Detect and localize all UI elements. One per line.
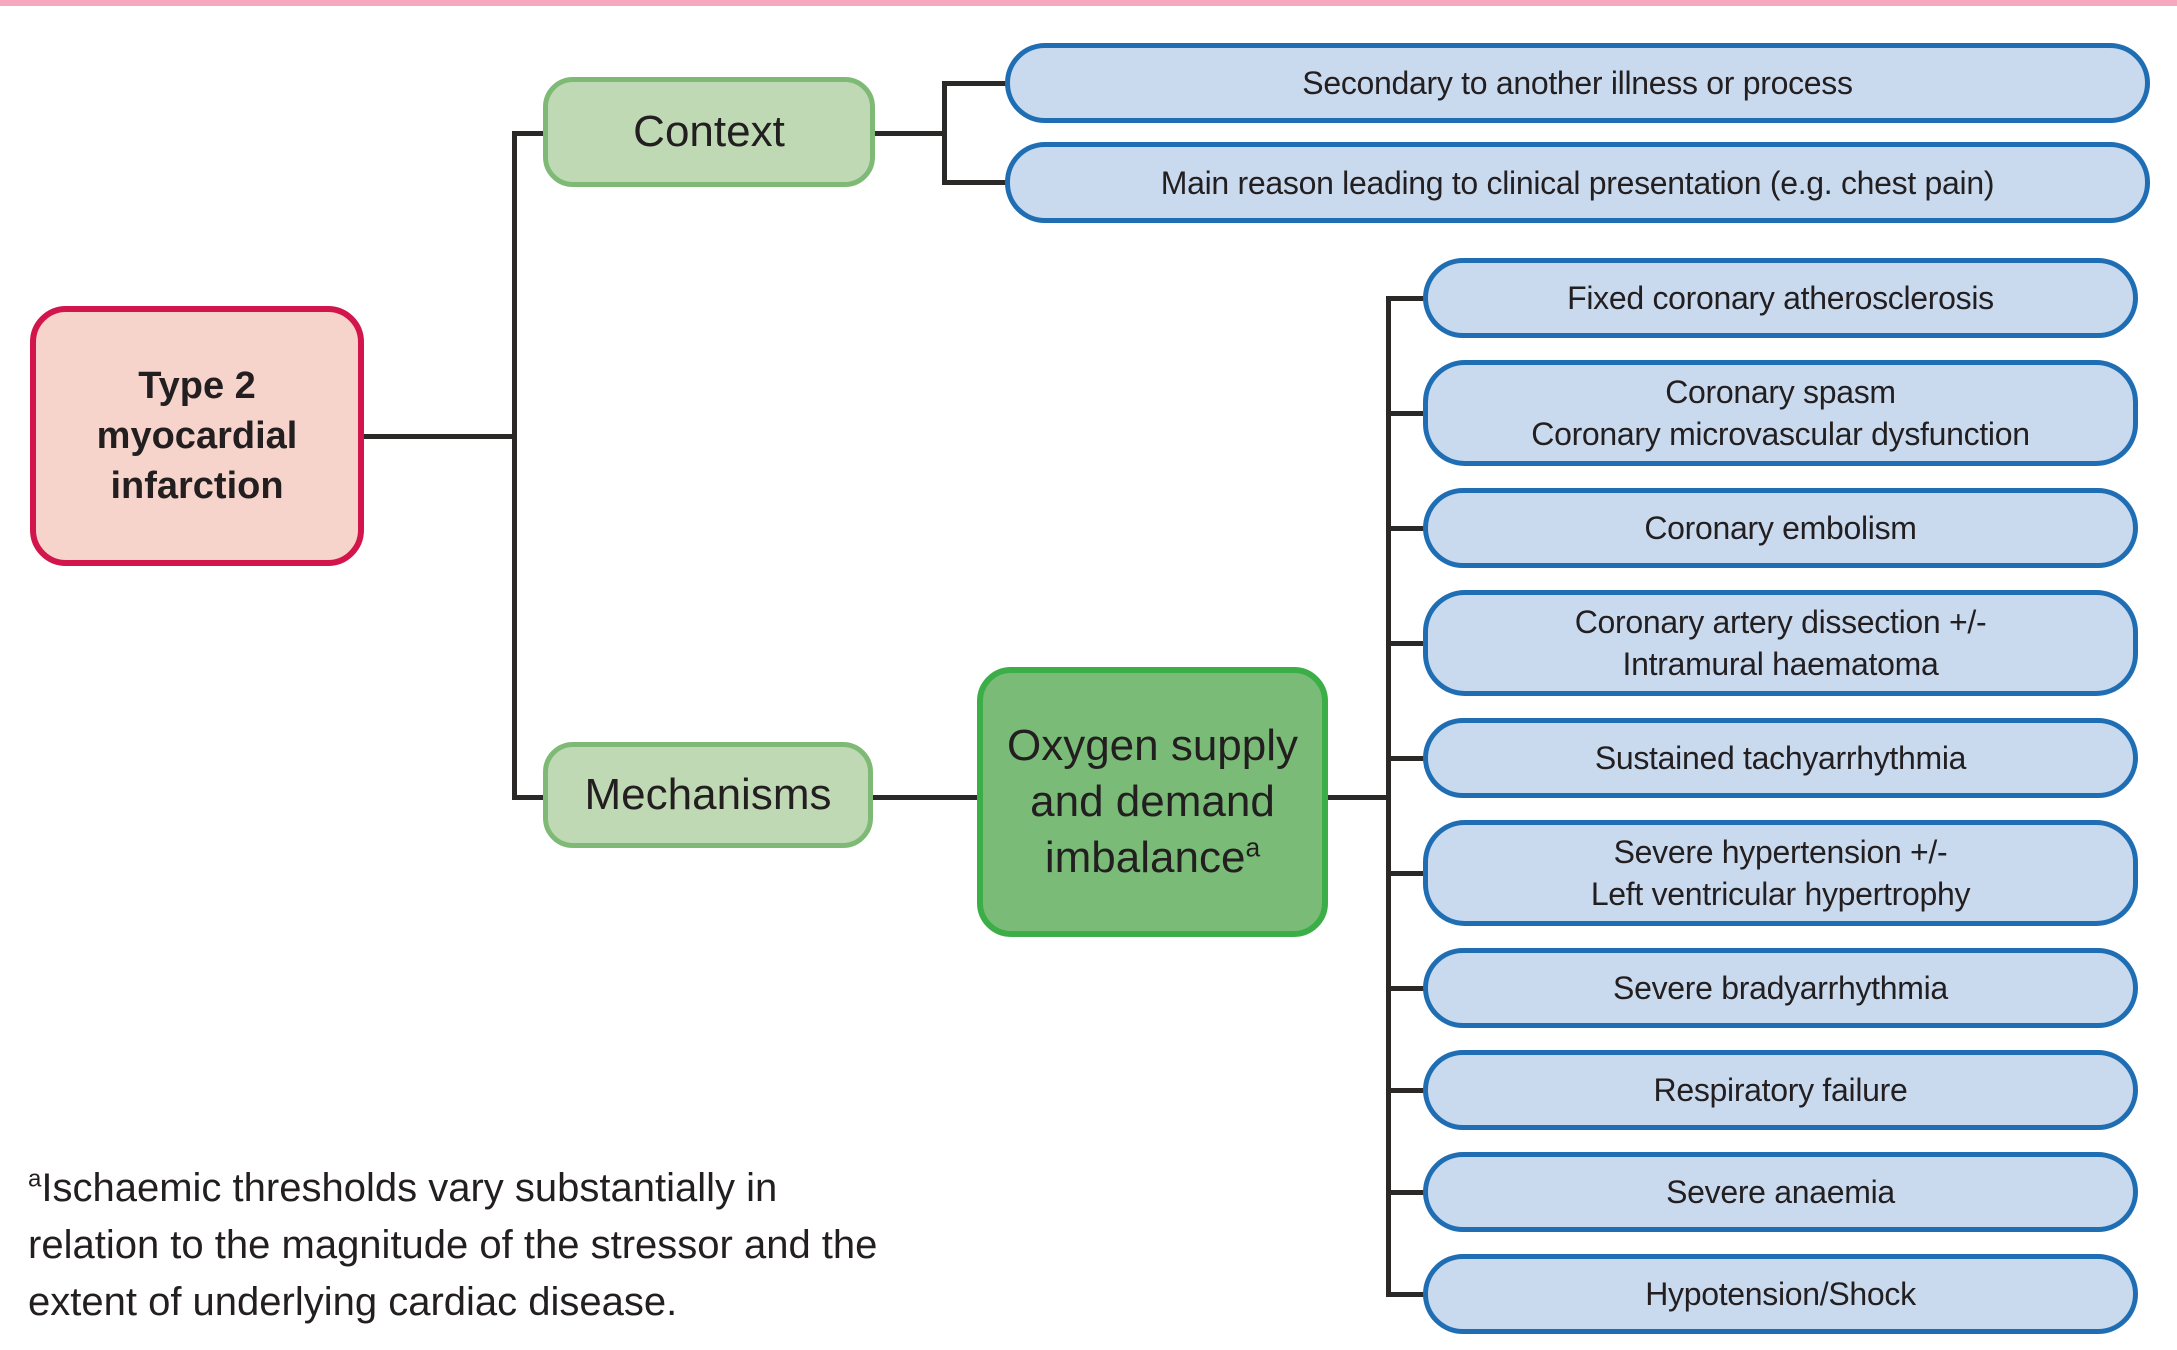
hub-line: Oxygen supply	[1006, 721, 1299, 770]
connector-line	[871, 795, 979, 800]
box-line: Severe bradyarrhythmia	[1613, 970, 1948, 1006]
connector-line	[875, 131, 947, 136]
connector-line	[1386, 641, 1428, 646]
connector-line	[1386, 1088, 1428, 1093]
hub-line: imbalancea	[1045, 830, 1260, 886]
box-line: Severe anaemia	[1666, 1174, 1895, 1210]
footnote-line: aIschaemic thresholds vary substantially…	[28, 1160, 877, 1217]
context-label: Context	[633, 107, 785, 156]
box-line: Coronary embolism	[1644, 510, 1917, 546]
box-line: Fixed coronary atherosclerosis	[1567, 280, 1994, 316]
connector-line	[1386, 1292, 1428, 1297]
box-line: Respiratory failure	[1653, 1072, 1908, 1108]
root-box-line: infarction	[110, 465, 284, 507]
box-line: Severe hypertension +/-	[1613, 834, 1948, 870]
connector-line	[1386, 411, 1428, 416]
top-border-bar	[0, 0, 2177, 6]
box-line: Secondary to another illness or process	[1302, 65, 1853, 101]
connector-line	[1386, 1190, 1428, 1195]
connector-line	[942, 180, 1010, 185]
box-line: Intramural haematoma	[1622, 646, 1939, 682]
mechanism-cause-box: Sustained tachyarrhythmia	[1423, 718, 2138, 798]
footnote-superscript: a	[28, 1165, 42, 1193]
box-line: Left ventricular hypertrophy	[1590, 876, 1971, 912]
mechanisms-label: Mechanisms	[584, 770, 832, 819]
connector-line	[512, 131, 517, 800]
footnote: aIschaemic thresholds vary substantially…	[28, 1160, 877, 1331]
root-box-type2-mi: Type 2 myocardial infarction	[30, 306, 364, 566]
connector-line	[1326, 795, 1390, 800]
connector-line	[512, 131, 549, 136]
footnote-line-text: Ischaemic thresholds vary substantially …	[41, 1166, 778, 1210]
connector-line	[1386, 296, 1428, 301]
hub-line: and demand	[1030, 777, 1275, 826]
footnote-line: extent of underlying cardiac disease.	[28, 1280, 678, 1324]
box-line: Coronary artery dissection +/-	[1574, 604, 1987, 640]
box-line: Hypotension/Shock	[1645, 1276, 1916, 1312]
mechanism-cause-box: Coronary embolism	[1423, 488, 2138, 568]
root-box-line: myocardial	[96, 415, 298, 457]
connector-line	[1386, 526, 1428, 531]
mechanism-cause-box: Coronary artery dissection +/- Intramura…	[1423, 590, 2138, 696]
mechanism-cause-box: Coronary spasm Coronary microvascular dy…	[1423, 360, 2138, 466]
connector-line	[1386, 871, 1428, 876]
context-child-box: Secondary to another illness or process	[1005, 43, 2150, 123]
hub-superscript: a	[1245, 832, 1261, 863]
box-line: Sustained tachyarrhythmia	[1594, 740, 1967, 776]
hub-line-text: imbalance	[1044, 833, 1246, 882]
connector-line	[1386, 296, 1391, 1296]
box-line: Main reason leading to clinical presenta…	[1160, 164, 1995, 201]
context-box: Context	[543, 77, 875, 187]
connector-line	[942, 81, 1010, 86]
mechanism-cause-box: Severe bradyarrhythmia	[1423, 948, 2138, 1028]
mechanism-cause-box: Severe hypertension +/- Left ventricular…	[1423, 820, 2138, 926]
box-line: Coronary spasm	[1665, 374, 1896, 410]
context-child-box: Main reason leading to clinical presenta…	[1005, 142, 2150, 223]
mechanism-cause-box: Severe anaemia	[1423, 1152, 2138, 1232]
mechanism-cause-box: Respiratory failure	[1423, 1050, 2138, 1130]
mechanism-cause-box: Hypotension/Shock	[1423, 1254, 2138, 1334]
box-line: Coronary microvascular dysfunction	[1531, 416, 2030, 452]
connector-line	[942, 81, 947, 185]
connector-line	[1386, 756, 1428, 761]
connector-line	[512, 795, 549, 800]
connector-line	[1386, 986, 1428, 991]
mechanisms-box: Mechanisms	[543, 742, 873, 848]
connector-line	[364, 434, 517, 439]
footnote-line: relation to the magnitude of the stresso…	[28, 1223, 878, 1267]
mechanism-cause-box: Fixed coronary atherosclerosis	[1423, 258, 2138, 338]
oxygen-imbalance-hub-box: Oxygen supply and demand imbalancea	[977, 667, 1328, 937]
root-box-line: Type 2	[138, 365, 256, 407]
